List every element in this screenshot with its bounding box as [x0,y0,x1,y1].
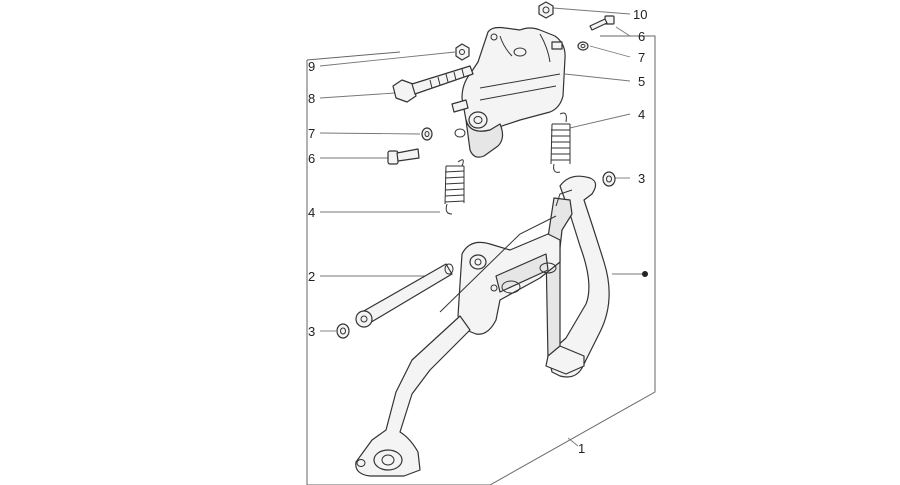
assembly-frame [306,35,656,485]
bolt-part-6-lower [387,148,420,165]
bracket-part-5 [451,26,566,158]
nut-part-9 [455,43,470,61]
washer-part-3-left [336,323,350,339]
callout-1: 1 [578,441,585,456]
washer-part-3-right [602,171,616,187]
callout-2: 2 [308,269,315,284]
leader-dot [642,271,648,277]
center-stand-part-1 [355,175,610,477]
callout-6-upper: 6 [638,29,645,44]
callout-10: 10 [633,7,647,22]
callout-9: 9 [308,59,315,74]
callout-4-upper: 4 [638,107,645,122]
bolt-part-6-upper [589,15,615,31]
callout-7-lower: 7 [308,126,315,141]
callout-8: 8 [308,91,315,106]
callout-labels: 10 6 7 5 4 9 8 7 6 4 3 2 3 1 [308,7,647,456]
spring-part-4-right [550,112,571,173]
spring-part-4-left [444,159,465,215]
callout-6-lower: 6 [308,151,315,166]
callout-7-upper: 7 [638,50,645,65]
callout-5: 5 [638,74,645,89]
washer-part-7-upper [577,41,589,51]
nut-part-10 [538,1,554,19]
pin-part-2 [355,263,454,328]
callout-4-lower: 4 [308,205,315,220]
bolt-part-8 [392,65,474,103]
callout-3-right: 3 [638,171,645,186]
leader-lines [319,7,645,447]
washer-part-7-lower [421,127,433,141]
callout-3-left: 3 [308,324,315,339]
